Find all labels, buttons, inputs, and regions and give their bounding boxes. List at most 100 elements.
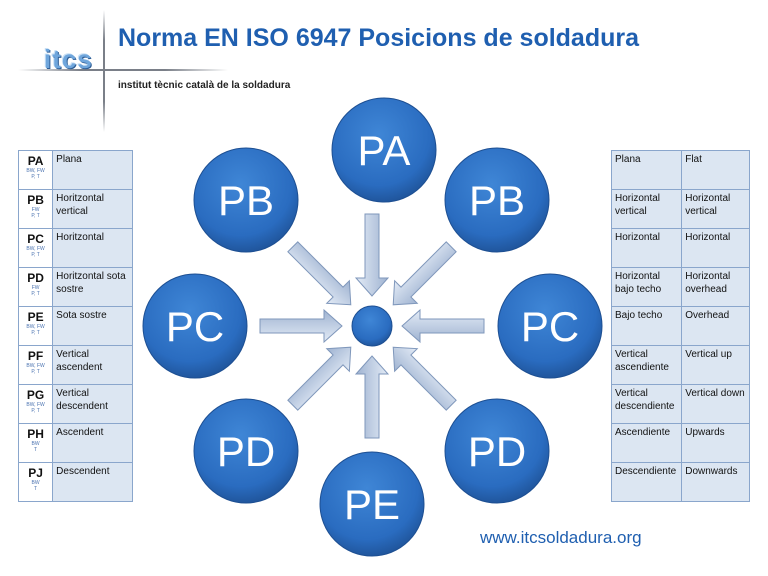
position-circle-top: PA (331, 97, 437, 203)
position-code: PD (27, 271, 44, 285)
position-code: PB (27, 193, 44, 207)
arrows-group (259, 213, 485, 439)
logo-cross-vertical (103, 10, 105, 132)
position-name-spanish: Horizontal (610, 228, 683, 268)
position-circle-label: PB (218, 177, 274, 224)
logo: itcs institut tècnic català de la soldad… (0, 0, 320, 140)
position-circle-shape (331, 97, 437, 203)
position-circle-upper-left: PB (193, 147, 299, 253)
logo-subtitle: institut tècnic català de la soldadura (118, 80, 291, 91)
position-name-catalan: Horitzontal vertical (52, 189, 133, 229)
position-circle-label: PC (521, 303, 579, 350)
position-code: PC (27, 232, 44, 246)
position-joint-types: T (34, 486, 38, 492)
position-code: PG (26, 388, 45, 402)
inward-arrow (392, 241, 457, 306)
position-name-english: Vertical down (681, 384, 750, 424)
position-joint-types: BW (31, 480, 40, 486)
position-joint-types: P, T (31, 330, 40, 336)
position-name-spanish: Ascendiente (610, 423, 683, 463)
position-name-catalan: Sota sostre (52, 306, 133, 346)
position-joint-types: P, T (31, 213, 40, 219)
position-circle-bottom: PE (319, 451, 425, 557)
position-circle-shape (319, 451, 425, 557)
center-circle (351, 305, 393, 347)
position-joint-types: P, T (31, 408, 40, 414)
logo-cross-horizontal (18, 69, 228, 71)
position-joint-types: P, T (31, 174, 40, 180)
position-joint-types: BW, FW (26, 246, 45, 252)
position-joint-types: T (34, 447, 38, 453)
position-joint-types: P, T (31, 252, 40, 258)
inward-arrow (401, 308, 485, 344)
position-circle-shape (142, 273, 248, 379)
position-code: PJ (28, 466, 43, 480)
position-code: PA (27, 154, 44, 168)
position-name-english: Downwards (681, 462, 750, 502)
position-circle-label: PC (166, 303, 224, 350)
position-circle-label: PD (217, 428, 275, 475)
logo-wordmark: itcs (44, 44, 93, 74)
position-circle-left: PC (142, 273, 248, 379)
position-circle-lower-left: PD (193, 398, 299, 504)
position-name-catalan: Vertical ascendent (52, 345, 133, 385)
position-code: PF (27, 349, 44, 363)
position-name-spanish: Bajo techo (610, 306, 683, 346)
position-name-spanish: Plana (610, 150, 683, 190)
position-circle-upper-right: PB (444, 147, 550, 253)
position-circle-shape (193, 398, 299, 504)
inward-arrow (287, 346, 352, 411)
position-circle-label: PB (469, 177, 525, 224)
position-name-catalan: Vertical descendent (52, 384, 133, 424)
inward-arrow (354, 355, 390, 439)
position-circle-label: PA (358, 127, 411, 174)
position-joint-types: BW (31, 441, 40, 447)
circles-group: PA PB PB PC PC PD PD PE (142, 97, 603, 557)
website-url[interactable]: www.itcsoldadura.org (480, 528, 642, 547)
position-name-spanish: Descendiente (610, 462, 683, 502)
position-name-catalan: Ascendent (52, 423, 133, 463)
position-circle-shape (444, 147, 550, 253)
position-circle-shape (444, 398, 550, 504)
position-circle-label: PD (468, 428, 526, 475)
position-joint-types: BW, FW (26, 402, 45, 408)
position-circle-shape (193, 147, 299, 253)
position-circle-lower-right: PD (444, 398, 550, 504)
position-joint-types: BW, FW (26, 324, 45, 330)
position-code: PH (27, 427, 44, 441)
inward-arrow (354, 213, 390, 297)
position-name-english: Flat (681, 150, 750, 190)
position-circle-shape (497, 273, 603, 379)
page-title: Norma EN ISO 6947 Posicions de soldadura (118, 24, 640, 52)
inward-arrow (259, 308, 343, 344)
position-name-english: Upwards (681, 423, 750, 463)
inward-arrow (392, 346, 457, 411)
position-joint-types: BW, FW (26, 168, 45, 174)
position-joint-types: FW (31, 285, 40, 291)
position-name-spanish: Vertical descendiente (610, 384, 683, 424)
position-name-catalan: Horitzontal sota sostre (52, 267, 133, 307)
